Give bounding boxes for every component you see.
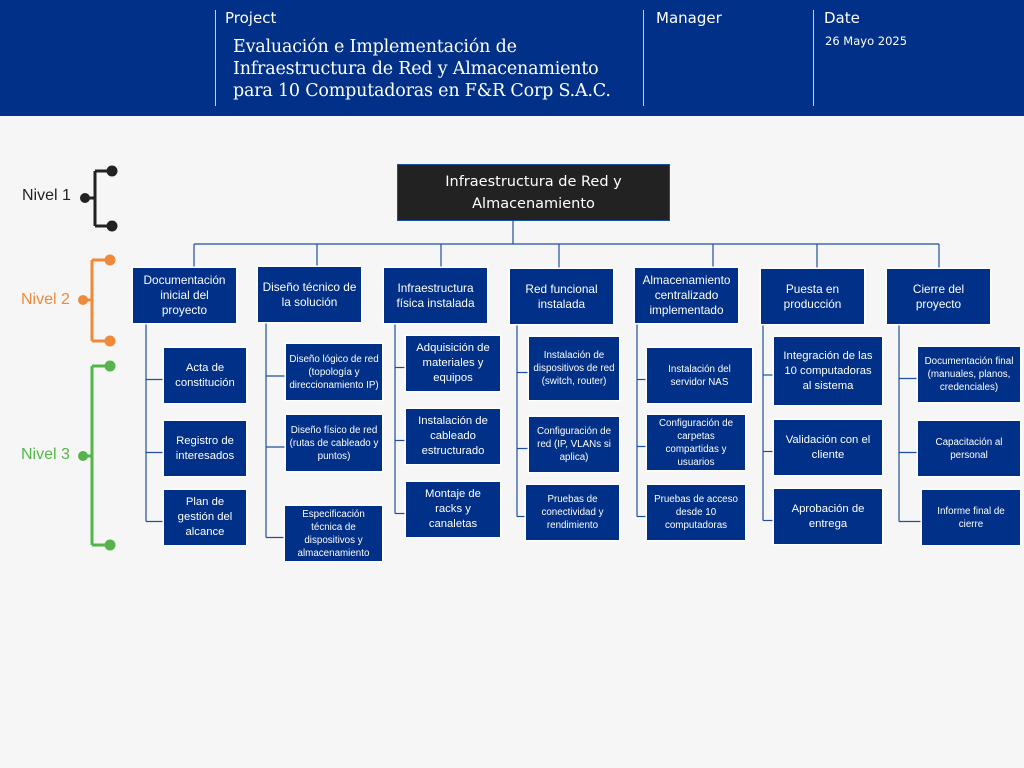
task-2-3-node: Especificación técnica de dispositivos y…: [284, 505, 383, 562]
task-6-3-node-label: Aprobación de entrega: [791, 502, 865, 530]
task-1-1-node: Acta de constitución: [163, 347, 247, 404]
task-7-2-node-label: Capacitación al personal: [935, 436, 1003, 461]
task-7-2-node: Capacitación al personal: [917, 420, 1021, 477]
level1-dot: [80, 193, 90, 203]
root-node-label: Infraestructura de Red y Almacenamiento: [445, 173, 622, 212]
task-2-2-node-label: Diseño físico de red (rutas de cableado …: [289, 424, 379, 462]
manager-label: Manager: [656, 9, 722, 27]
task-4-3-node: Pruebas de conectividad y rendimiento: [525, 484, 620, 541]
branch-1-node-label: Documentación inicial del proyecto: [143, 273, 226, 317]
level3-dot: [104, 360, 116, 372]
level1-dot: [106, 165, 118, 177]
task-5-1-node: Instalación del servidor NAS: [646, 347, 753, 404]
task-3-3-node-label: Montaje de racks y canaletas: [425, 488, 481, 530]
level2-dot: [104, 254, 116, 266]
branch-2-node: Diseño técnico de la solución: [257, 266, 362, 323]
branch-6-node-label: Puesta en producción: [783, 281, 842, 311]
header-bar: Project Evaluación e Implementación de I…: [0, 0, 1024, 116]
date-label: Date: [824, 9, 860, 27]
branch-7-node-label: Cierre del proyecto: [912, 281, 965, 311]
task-1-3-node: Plan de gestión del alcance: [163, 489, 247, 546]
task-6-2-node: Validación con el cliente: [773, 419, 883, 476]
task-3-1-node-label: Adquisición de materiales y equipos: [416, 342, 490, 384]
task-5-3-node-label: Pruebas de acceso desde 10 computadoras: [654, 494, 738, 531]
task-7-1-node: Documentación final (manuales, planos, c…: [917, 346, 1021, 403]
task-6-2-node-label: Validación con el cliente: [785, 433, 871, 461]
task-6-1-node-label: Integración de las 10 computadoras al si…: [783, 349, 873, 392]
branch-4-node: Red funcional instalada: [509, 268, 614, 325]
branch-4-node-label: Red funcional instalada: [525, 281, 598, 311]
task-5-1-node-label: Instalación del servidor NAS: [668, 363, 731, 388]
task-2-1-node-label: Diseño lógico de red (topología y direcc…: [289, 353, 379, 391]
branch-7-node: Cierre del proyecto: [886, 268, 991, 325]
level-1-label: Nivel 1: [22, 187, 71, 204]
root-node: Infraestructura de Red y Almacenamiento: [397, 164, 670, 221]
task-3-3-node: Montaje de racks y canaletas: [405, 481, 501, 538]
task-4-3-node-label: Pruebas de conectividad y rendimiento: [541, 494, 604, 531]
task-4-1-node-label: Instalación de dispositivos de red (swit…: [533, 350, 615, 387]
branch-3-node: Infraestructura física instalada: [383, 267, 488, 324]
branch-5-node: Almacenamiento centralizado implementado: [634, 267, 739, 324]
level3-dot: [104, 539, 116, 551]
date-value: 26 Mayo 2025: [825, 34, 908, 48]
task-3-2-node: Instalación de cableado estructurado: [405, 408, 501, 465]
task-4-2-node-label: Configuración de red (IP, VLANs si aplic…: [536, 426, 612, 463]
branch-2-node-label: Diseño técnico de la solución: [262, 279, 357, 309]
task-2-2-node: Diseño físico de red (rutas de cableado …: [285, 414, 383, 472]
level3-dot: [78, 451, 88, 461]
task-1-3-node-label: Plan de gestión del alcance: [177, 496, 233, 538]
task-5-2-node-label: Configuración de carpetas compartidas y …: [658, 417, 734, 468]
task-2-3-node-label: Especificación técnica de dispositivos y…: [297, 508, 370, 559]
task-5-3-node: Pruebas de acceso desde 10 computadoras: [646, 484, 746, 541]
task-1-1-node-label: Acta de constitución: [175, 361, 235, 389]
level1-dot: [106, 220, 118, 232]
task-6-1-node: Integración de las 10 computadoras al si…: [773, 336, 883, 406]
task-3-1-node: Adquisición de materiales y equipos: [405, 335, 501, 392]
task-7-1-node-label: Documentación final (manuales, planos, c…: [924, 356, 1014, 393]
branch-5-node-label: Almacenamiento centralizado implementado: [642, 273, 731, 317]
task-6-3-node: Aprobación de entrega: [773, 488, 883, 545]
project-label: Project: [225, 9, 277, 27]
task-1-2-node: Registro de interesados: [163, 420, 247, 477]
level2-dot: [78, 295, 88, 305]
header-divider: [215, 10, 216, 106]
project-title: Evaluación e Implementación de Infraestr…: [233, 37, 611, 101]
level2-dot: [104, 335, 116, 347]
task-2-1-node: Diseño lógico de red (topología y direcc…: [285, 343, 383, 401]
task-1-2-node-label: Registro de interesados: [175, 434, 235, 462]
task-4-1-node: Instalación de dispositivos de red (swit…: [528, 336, 620, 401]
task-5-2-node: Configuración de carpetas compartidas y …: [646, 414, 746, 471]
branch-1-node: Documentación inicial del proyecto: [132, 267, 237, 324]
header-divider: [813, 10, 814, 106]
level-3-label: Nivel 3: [21, 446, 70, 463]
branch-6-node: Puesta en producción: [760, 268, 865, 325]
task-7-3-node: Informe final de cierre: [921, 489, 1021, 546]
level-2-label: Nivel 2: [21, 291, 70, 308]
task-7-3-node-label: Informe final de cierre: [937, 505, 1005, 530]
task-4-2-node: Configuración de red (IP, VLANs si aplic…: [528, 416, 620, 473]
task-3-2-node-label: Instalación de cableado estructurado: [418, 415, 488, 457]
header-divider: [643, 10, 644, 106]
branch-3-node-label: Infraestructura física instalada: [396, 280, 475, 310]
